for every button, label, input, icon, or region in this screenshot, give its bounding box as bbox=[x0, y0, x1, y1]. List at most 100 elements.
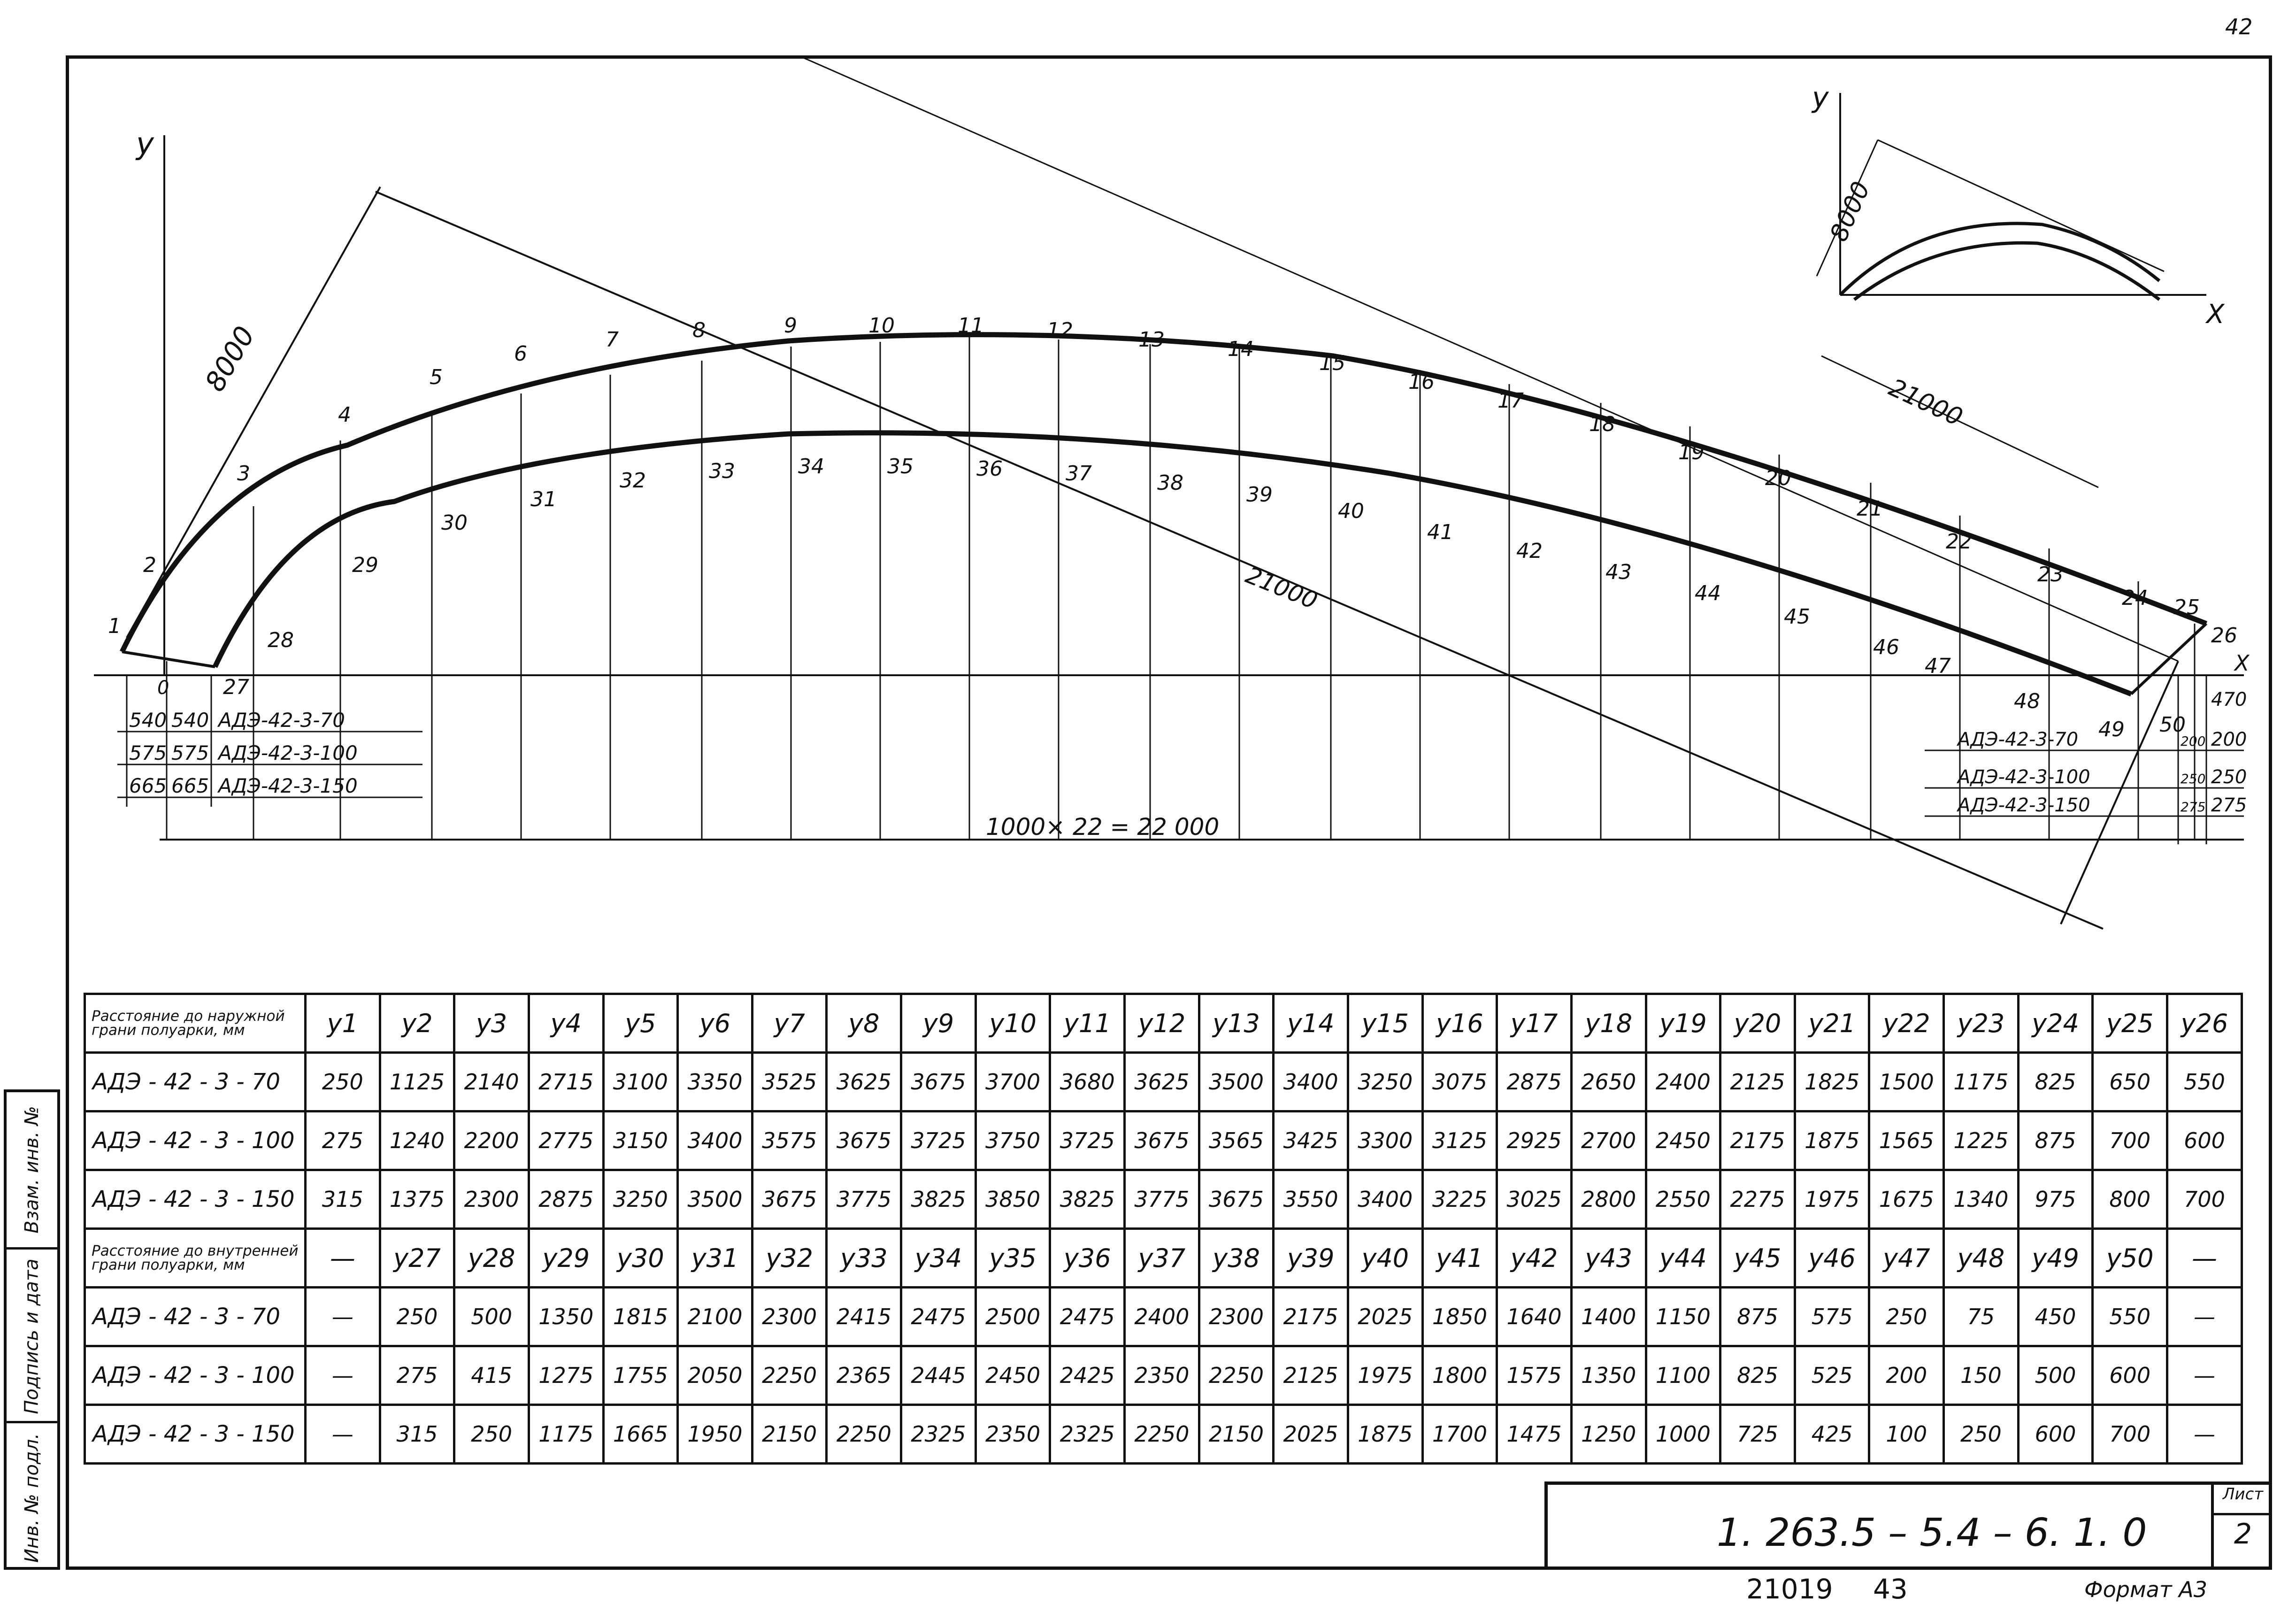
table-cell: 975 bbox=[2017, 1169, 2094, 1230]
left-dim-mark: АДЭ-42-3-150 bbox=[217, 774, 358, 797]
table-cell: 700 bbox=[2166, 1169, 2243, 1230]
table-cell: 200 bbox=[1868, 1345, 1945, 1406]
table-cell: — bbox=[304, 1345, 381, 1406]
table-cell: — bbox=[304, 1404, 381, 1465]
left-dim: 575 bbox=[129, 741, 167, 764]
table-cell: 1225 bbox=[1943, 1110, 2020, 1171]
point-label: 26 bbox=[2211, 624, 2237, 648]
table-cell: y38 bbox=[1198, 1227, 1275, 1289]
right-dim-mark: АДЭ-42-3-150 bbox=[1956, 795, 2090, 816]
document-code: 1. 263.5 – 5.4 – 6. 1. 0 bbox=[1717, 1511, 2147, 1555]
table-cell: 1975 bbox=[1346, 1345, 1424, 1406]
right-dim: 470 bbox=[2211, 689, 2247, 710]
table-cell: 1350 bbox=[527, 1286, 605, 1347]
table-cell: 2475 bbox=[900, 1286, 977, 1347]
table-cell: 2325 bbox=[1049, 1404, 1126, 1465]
table-cell: y21 bbox=[1793, 993, 1871, 1054]
table-cell: y30 bbox=[602, 1227, 679, 1289]
table-row: Расстояние до наружной грани полуарки, м… bbox=[84, 993, 2243, 1054]
table-cell: y3 bbox=[453, 993, 530, 1054]
point-label: 36 bbox=[976, 457, 1003, 481]
table-cell: 600 bbox=[2091, 1345, 2169, 1406]
sheet-box: Лист 2 bbox=[2211, 1485, 2272, 1570]
point-label: 30 bbox=[441, 511, 468, 535]
right-dim: 200 bbox=[2181, 733, 2205, 749]
table-cell: 275 bbox=[378, 1345, 456, 1406]
sheet-label: Лист bbox=[2214, 1485, 2272, 1515]
table-cell: 2875 bbox=[1496, 1051, 1573, 1112]
table-cell: y36 bbox=[1049, 1227, 1126, 1289]
table-cell: — bbox=[304, 1227, 381, 1289]
point-label: 33 bbox=[709, 459, 735, 483]
left-dim: 665 bbox=[129, 774, 167, 797]
table-cell: 1175 bbox=[1943, 1051, 2020, 1112]
table-cell: 3675 bbox=[1123, 1110, 1200, 1171]
table-cell: y22 bbox=[1868, 993, 1945, 1054]
point-label: 45 bbox=[1784, 605, 1810, 629]
table-cell: y10 bbox=[974, 993, 1052, 1054]
drawing-frame bbox=[66, 55, 2272, 1570]
table-cell: 3675 bbox=[900, 1051, 977, 1112]
table-cell: 2250 bbox=[825, 1404, 903, 1465]
table-cell: 2775 bbox=[527, 1110, 605, 1171]
table-cell: y9 bbox=[900, 993, 977, 1054]
point-label: 29 bbox=[352, 553, 378, 577]
point-label: 2 bbox=[143, 553, 156, 577]
table-cell: 3775 bbox=[1123, 1169, 1200, 1230]
point-label: 32 bbox=[620, 469, 646, 493]
table-cell: 3400 bbox=[676, 1110, 753, 1171]
point-label: 10 bbox=[868, 314, 895, 338]
table-cell: 1375 bbox=[378, 1169, 456, 1230]
arch-drawing: y X 8000 21000 1000× 22 = 22 000 0 1 2 3… bbox=[94, 55, 2250, 930]
table-cell: 550 bbox=[2091, 1286, 2169, 1347]
right-dim-mark: АДЭ-42-3-70 bbox=[1956, 729, 2078, 750]
table-cell: 1150 bbox=[1644, 1286, 1722, 1347]
table-cell: 1640 bbox=[1496, 1286, 1573, 1347]
table-cell: y43 bbox=[1570, 1227, 1647, 1289]
table-cell: 250 bbox=[1868, 1286, 1945, 1347]
table-cell: 1475 bbox=[1496, 1404, 1573, 1465]
table-cell: 875 bbox=[1719, 1286, 1796, 1347]
table-cell: 825 bbox=[1719, 1345, 1796, 1406]
table-cell: y41 bbox=[1421, 1227, 1498, 1289]
table-cell: 75 bbox=[1943, 1286, 2020, 1347]
table-cell: 2650 bbox=[1570, 1051, 1647, 1112]
table-cell: 2475 bbox=[1049, 1286, 1126, 1347]
table-cell: 3725 bbox=[1049, 1110, 1126, 1171]
right-dim: 275 bbox=[2211, 795, 2247, 816]
point-label: 18 bbox=[1589, 412, 1615, 436]
table-cell: 450 bbox=[2017, 1286, 2094, 1347]
table-cell: y25 bbox=[2091, 993, 2169, 1054]
table-cell: 2050 bbox=[676, 1345, 753, 1406]
table-cell: y15 bbox=[1346, 993, 1424, 1054]
point-label: 5 bbox=[430, 365, 443, 389]
table-cell: y29 bbox=[527, 1227, 605, 1289]
coordinates-table: Расстояние до наружной грани полуарки, м… bbox=[84, 993, 2243, 1465]
table-cell: АДЭ - 42 - 3 - 150 bbox=[84, 1169, 307, 1230]
table-cell: АДЭ - 42 - 3 - 100 bbox=[84, 1345, 307, 1406]
table-cell: 3625 bbox=[1123, 1051, 1200, 1112]
table-cell: 2250 bbox=[1198, 1345, 1275, 1406]
table-cell: y33 bbox=[825, 1227, 903, 1289]
table-cell: 2150 bbox=[751, 1404, 828, 1465]
table-cell: 2400 bbox=[1644, 1051, 1722, 1112]
table-cell: y24 bbox=[2017, 993, 2094, 1054]
table-cell: 3425 bbox=[1272, 1110, 1349, 1171]
table-cell: 100 bbox=[1868, 1404, 1945, 1465]
table-cell: 1665 bbox=[602, 1404, 679, 1465]
table-cell: 2350 bbox=[974, 1404, 1052, 1465]
point-label: 1 bbox=[108, 614, 121, 638]
table-cell: 875 bbox=[2017, 1110, 2094, 1171]
table-cell: 275 bbox=[304, 1110, 381, 1171]
table-cell: 3125 bbox=[1421, 1110, 1498, 1171]
table-cell: 3350 bbox=[676, 1051, 753, 1112]
table-cell: 3075 bbox=[1421, 1051, 1498, 1112]
table-cell: 650 bbox=[2091, 1051, 2169, 1112]
table-cell: 700 bbox=[2091, 1404, 2169, 1465]
right-dim: 250 bbox=[2211, 766, 2247, 788]
table-cell: — bbox=[2166, 1227, 2243, 1289]
table-cell: 2025 bbox=[1346, 1286, 1424, 1347]
table-cell: y14 bbox=[1272, 993, 1349, 1054]
